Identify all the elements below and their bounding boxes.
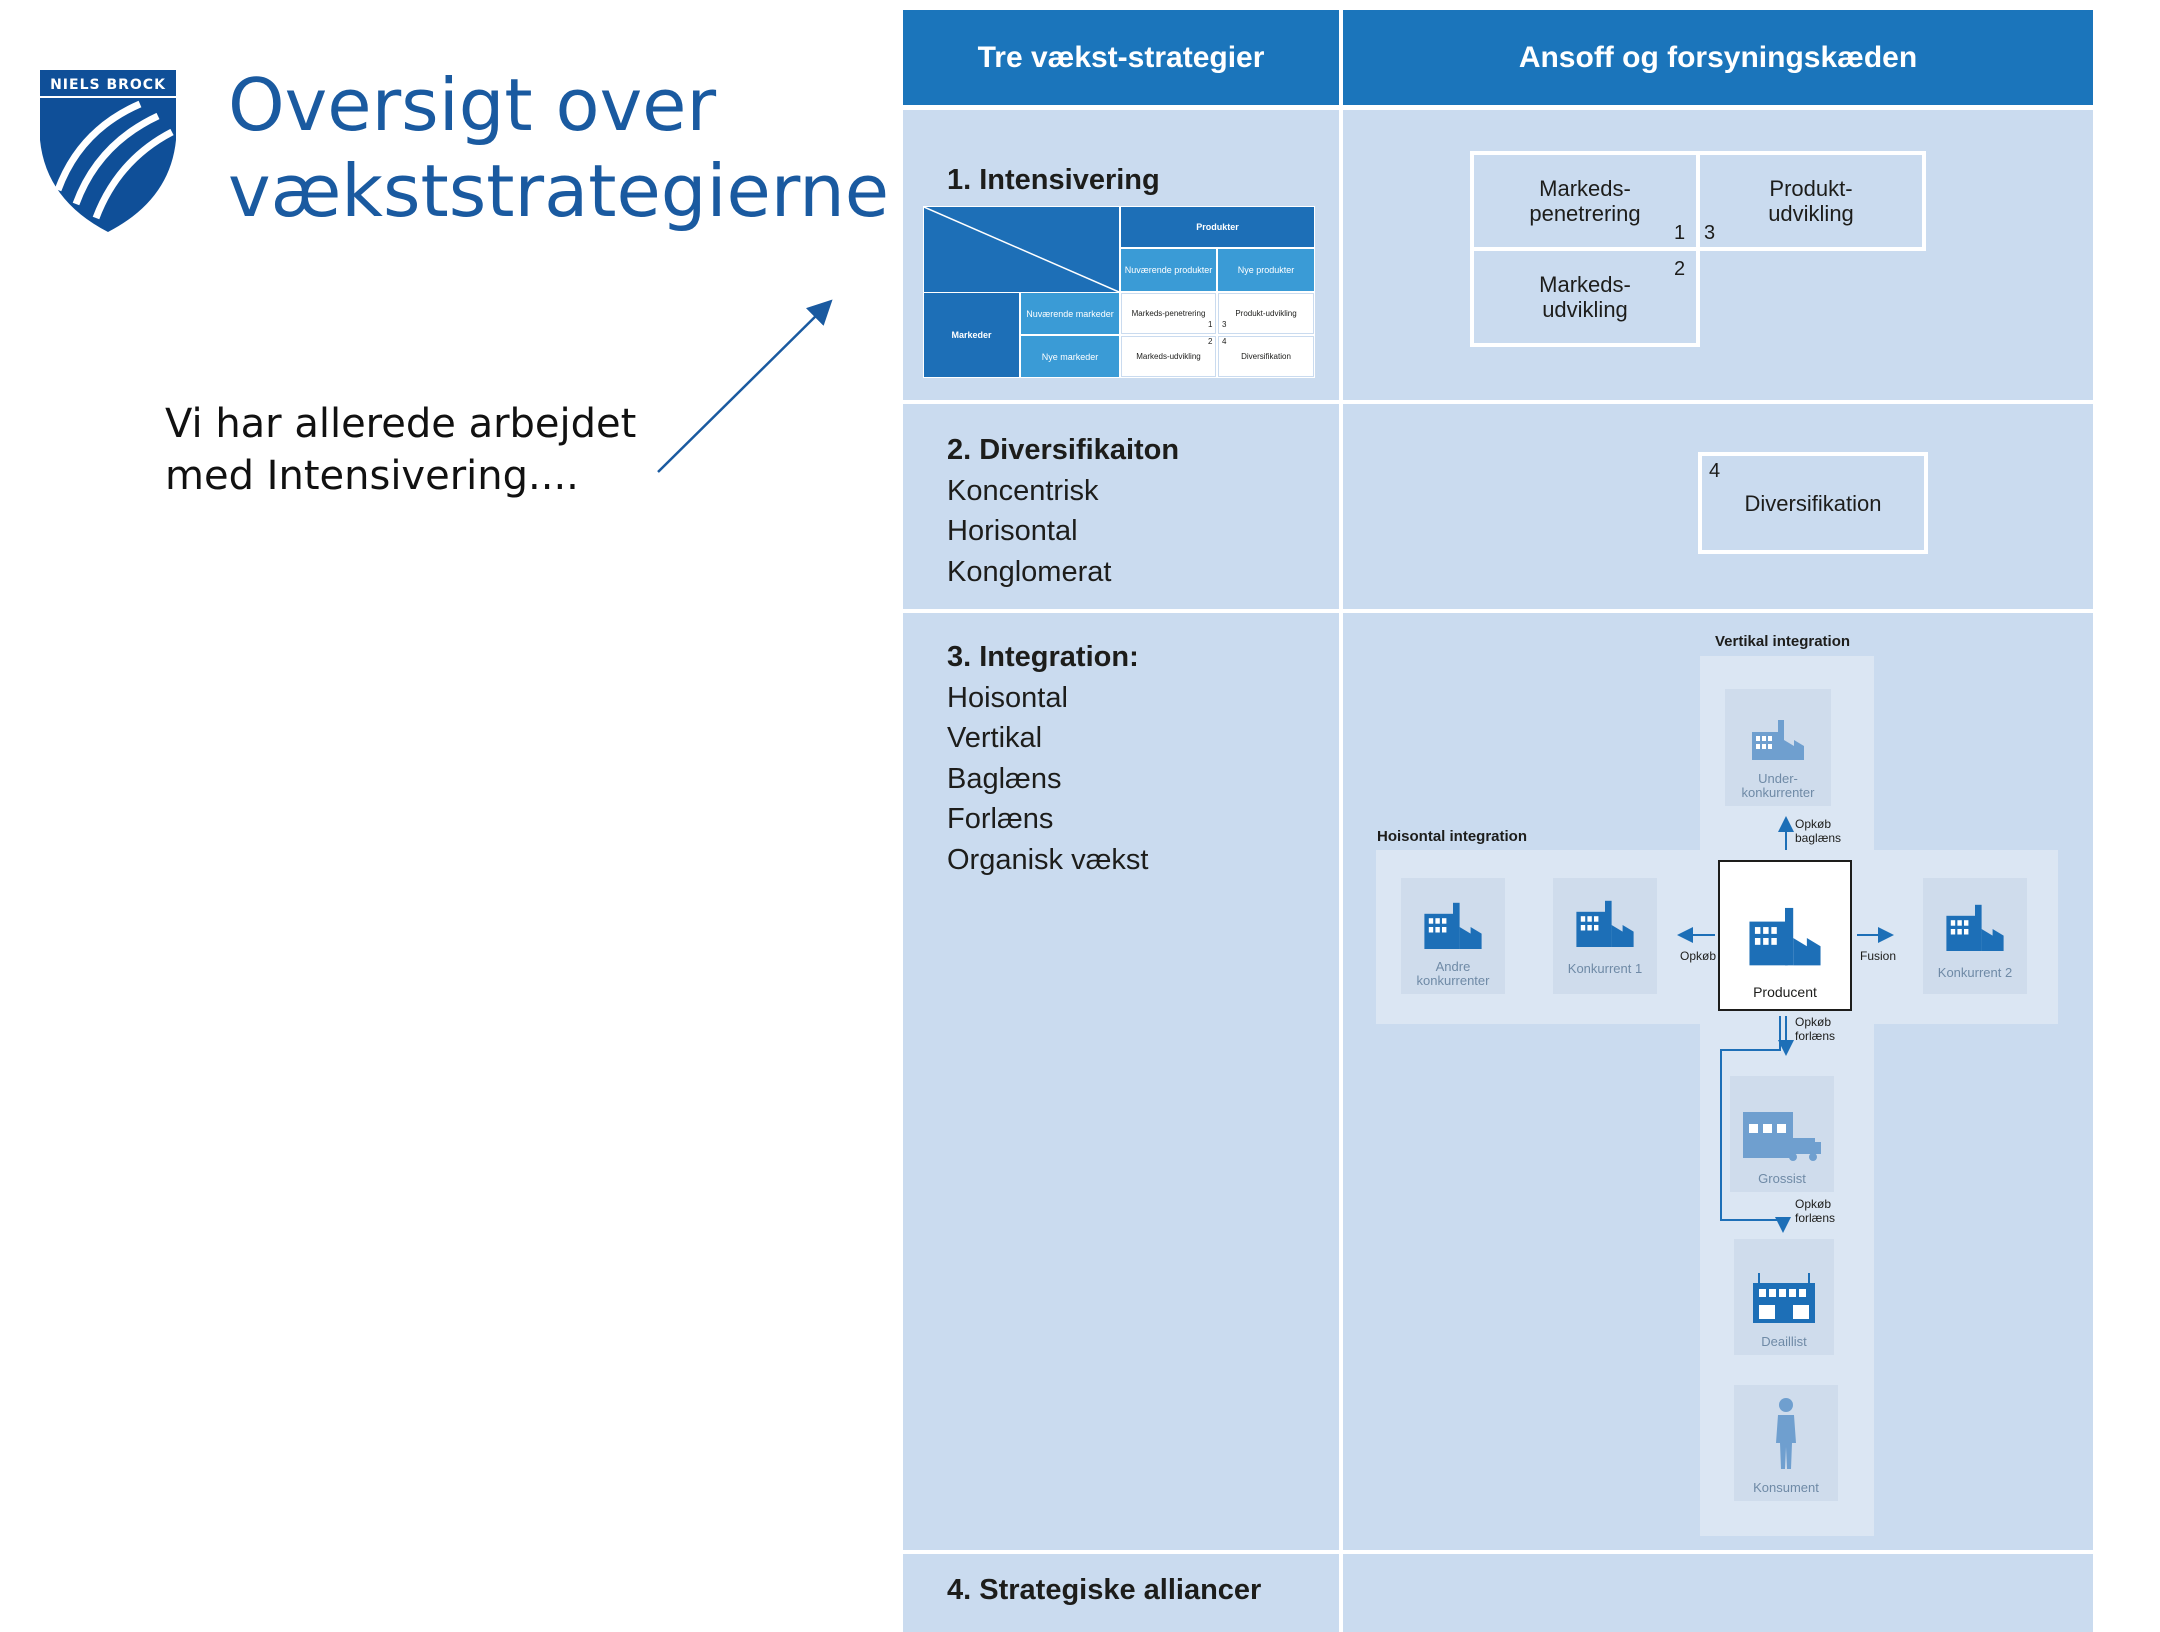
factory-icon <box>1946 904 2004 951</box>
andre-konkurrenter-box: Andre konkurrenter <box>1401 878 1505 994</box>
row-diversifikation-label-cell: 2. Diversifikaiton Koncentrisk Horisonta… <box>903 404 1339 609</box>
mini-c1: Markeds-penetrering <box>1121 293 1216 334</box>
row-intensivering-label-cell: 1. Intensivering Produkter Nuværende pro… <box>903 110 1339 400</box>
ansoff-markedspenetrering: Markeds- penetrering <box>1470 151 1700 251</box>
factory-icon <box>1576 900 1634 947</box>
mini-nye-markeder: Nye markeder <box>1021 336 1119 377</box>
factory-icon <box>1424 902 1482 949</box>
mini-produkter: Produkter <box>1121 207 1314 247</box>
mini-naev-markeder: Nuværende markeder <box>1021 293 1119 334</box>
konkurrent-1-box: Konkurrent 1 <box>1553 878 1657 994</box>
konsument-label: Konsument <box>1753 1480 1819 1495</box>
row-diversifikation-diagram-cell: Diversifikation 4 <box>1343 404 2093 609</box>
row-integration-item: Forlæns <box>947 803 1054 835</box>
note-line-1: Vi har allerede arbejdet <box>165 401 637 447</box>
andre-konkurrenter-label: Andre konkurrenter <box>1416 959 1490 988</box>
producent-label: Producent <box>1753 984 1817 1000</box>
konkurrent-1-label: Konkurrent 1 <box>1567 961 1643 976</box>
opkob-forlaens-label-2: Opkøb forlæns <box>1795 1197 1836 1225</box>
mini-c4: Diversifikation <box>1218 336 1314 377</box>
header-right: Ansoff og forsyningskæden <box>1343 10 2093 105</box>
under-konkurrenter-box: Under- konkurrenter <box>1725 689 1831 806</box>
mini-n1: 1 <box>1208 320 1213 329</box>
grossist-box: Grossist <box>1730 1076 1834 1192</box>
fusion-label: Fusion <box>1860 949 1897 963</box>
note-line-2: med Intensivering.... <box>165 453 579 499</box>
diversifikation-box: Diversifikation <box>1698 452 1928 554</box>
mini-nye-produkter: Nye produkter <box>1218 249 1314 291</box>
row-integration-item: Organisk vækst <box>947 843 1149 876</box>
factory-icon <box>1752 720 1804 760</box>
row-intensivering-title: 1. Intensivering <box>947 164 1160 196</box>
row-alliancer-diagram-cell <box>1343 1554 2093 1632</box>
row-diversifikation-item: Horisontal <box>947 515 1078 547</box>
title-line-1: Oversigt over <box>228 63 717 147</box>
mini-n2: 2 <box>1208 337 1213 346</box>
opkob-forlaens-label-1: Opkøb forlæns <box>1795 1015 1836 1043</box>
under-konkurrenter-label: Under- konkurrenter <box>1741 771 1815 800</box>
strategy-table: Tre vækst-strategier Ansoff og forsyning… <box>903 10 2093 1632</box>
page-title: Oversigt over vækststrategierne <box>228 62 928 234</box>
mini-matrix-corner <box>924 207 1119 292</box>
row-integration-item: Vertikal <box>947 722 1043 754</box>
person-icon <box>1776 1398 1796 1469</box>
producent-box: Producent <box>1718 860 1852 1011</box>
ansoff-n1: 1 <box>1674 222 1686 244</box>
diversifikation-label: Diversifikation <box>1744 490 1882 516</box>
row-integration-diagram-cell: Vertikal integration Hoisontal integrati… <box>1343 613 2093 1550</box>
konkurrent-2-label: Konkurrent 2 <box>1937 965 2013 980</box>
row-diversifikation-item: Konglomerat <box>947 555 1112 588</box>
niels-brock-logo: NIELS BROCK <box>40 70 176 232</box>
detaillist-label: Deaillist <box>1761 1334 1807 1349</box>
row-diversifikation-title: 2. Diversifikaiton <box>947 434 1180 466</box>
note-text: Vi har allerede arbejdet med Intensiveri… <box>165 398 725 502</box>
row-alliancer-label-cell: 4. Strategiske alliancer <box>903 1554 1339 1632</box>
mini-ansoff-matrix: Produkter Nuværende produkter Nye produk… <box>923 206 1315 378</box>
row-integration-item: Baglæns <box>947 762 1062 795</box>
mini-n3: 3 <box>1222 320 1227 329</box>
opkob-baglaens-label: Opkøb baglæns <box>1795 817 1842 845</box>
mini-naev-produkter: Nuværende produkter <box>1121 249 1216 291</box>
mini-c2: Produkt-udvikling <box>1218 293 1314 334</box>
vertical-title: Vertikal integration <box>1715 633 1851 650</box>
ansoff-n3: 3 <box>1704 222 1716 244</box>
ansoff-markedsudvikling: Markeds- udvikling <box>1470 247 1700 347</box>
mini-c3: Markeds-udvikling <box>1121 336 1216 377</box>
detaillist-box: Deaillist <box>1734 1239 1834 1355</box>
row-integration-label-cell: 3. Integration: Hoisontal Vertikal Baglæ… <box>903 613 1339 1550</box>
row-alliancer-title: 4. Strategiske alliancer <box>947 1574 1262 1606</box>
ansoff-produktudvikling: Produkt- udvikling <box>1696 151 1926 251</box>
konsument-box: Konsument <box>1734 1385 1838 1501</box>
mini-n4: 4 <box>1222 337 1227 346</box>
konkurrent-2-box: Konkurrent 2 <box>1923 878 2027 994</box>
row-intensivering-diagram-cell: Markeds- penetrering Produkt- udvikling … <box>1343 110 2093 400</box>
warehouse-truck-icon <box>1743 1112 1821 1161</box>
logo-text: NIELS BROCK <box>50 77 166 93</box>
factory-icon <box>1749 907 1821 966</box>
diversifikation-n4: 4 <box>1709 460 1721 482</box>
row-integration-title: 3. Integration: <box>947 641 1139 673</box>
integration-connectors <box>1677 816 1894 1233</box>
row-integration-text: 3. Integration: Hoisontal Vertikal Baglæ… <box>947 637 1148 880</box>
ansoff-n2: 2 <box>1674 258 1686 280</box>
row-diversifikation-item: Koncentrisk <box>947 474 1099 507</box>
header-left: Tre vækst-strategier <box>903 10 1339 105</box>
title-line-2: vækststrategierne <box>228 149 890 233</box>
opkob-label: Opkøb <box>1680 949 1717 963</box>
row-integration-item: Hoisontal <box>947 681 1068 714</box>
grossist-label: Grossist <box>1758 1171 1806 1186</box>
horizontal-title: Hoisontal integration <box>1377 828 1527 845</box>
shop-icon <box>1753 1273 1815 1323</box>
row-diversifikation-text: 2. Diversifikaiton Koncentrisk Horisonta… <box>947 430 1179 592</box>
mini-markeder: Markeder <box>924 293 1019 377</box>
